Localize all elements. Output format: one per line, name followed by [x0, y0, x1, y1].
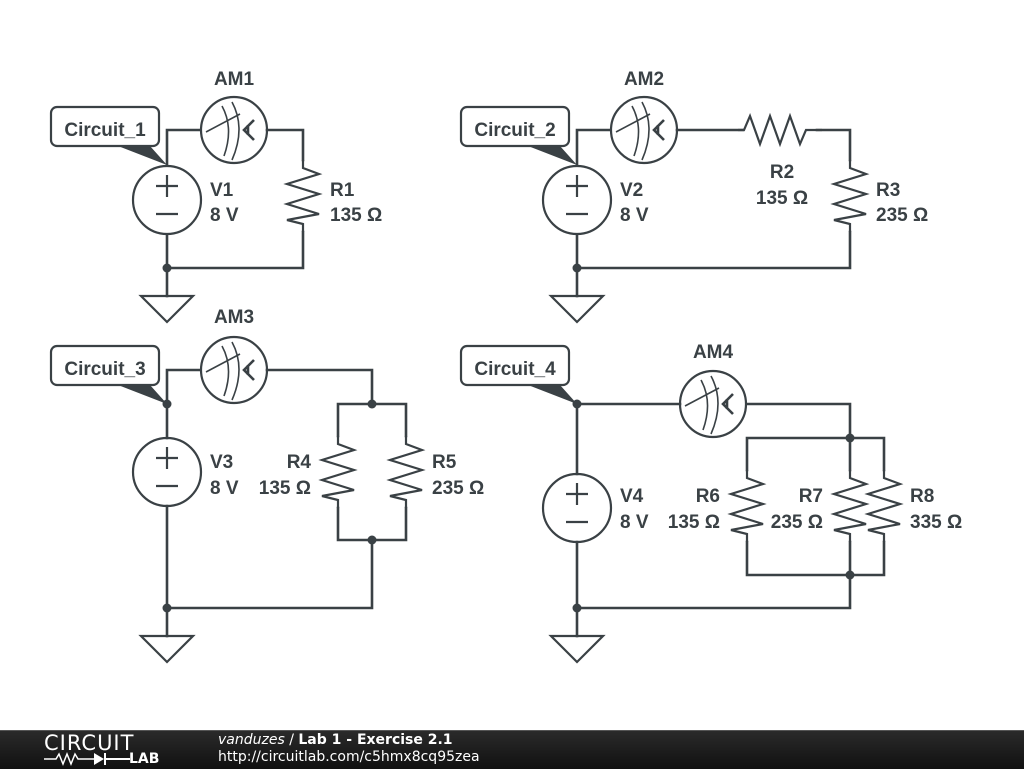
resistor-r5-icon[interactable]	[388, 434, 424, 510]
schematic-title: Lab 1 - Exercise 2.1	[298, 732, 453, 748]
ammeter-am2-icon[interactable]	[609, 95, 679, 165]
net-tag-circuit-3[interactable]: Circuit_3	[49, 344, 167, 404]
resistor-r7-icon[interactable]	[832, 468, 868, 544]
resistor-value: 235 Ω	[771, 512, 823, 533]
resistor-r1-icon[interactable]	[285, 158, 321, 234]
ground-icon	[139, 294, 195, 324]
resistor-value: 135 Ω	[259, 478, 311, 499]
wire	[165, 368, 202, 406]
wire	[745, 540, 886, 577]
wire	[165, 504, 374, 610]
junction-dot	[845, 570, 855, 580]
resistor-r8-icon[interactable]	[866, 468, 902, 544]
ammeter-am3-icon[interactable]	[199, 335, 269, 405]
source-name: V4	[620, 486, 644, 507]
wire	[336, 506, 408, 542]
ground-icon	[139, 634, 195, 664]
ammeter-label: AM4	[693, 342, 734, 363]
resistor-r2-icon[interactable]	[736, 114, 824, 146]
wire	[575, 128, 612, 167]
circuit-1: AM1 V1 8 V R1 135 Ω Circuit_1	[49, 69, 382, 324]
source-name: V1	[210, 180, 234, 201]
schematic-url-link[interactable]: http://circuitlab.com/c5hmx8cq95zea	[218, 749, 480, 765]
net-tag-label: Circuit_2	[474, 120, 555, 141]
resistor-name: R6	[696, 486, 720, 507]
junction-dot	[572, 603, 582, 613]
junction-dot	[367, 399, 377, 409]
resistor-name: R8	[910, 486, 934, 507]
ammeter-am4-icon[interactable]	[678, 369, 748, 439]
resistor-value: 235 Ω	[432, 478, 484, 499]
wire	[745, 436, 886, 472]
source-value: 8 V	[210, 205, 239, 226]
source-value: 8 V	[620, 205, 649, 226]
net-tag-circuit-1[interactable]: Circuit_1	[49, 105, 167, 165]
title-separator: /	[284, 732, 299, 748]
resistor-value: 135 Ω	[330, 205, 382, 226]
wire	[265, 368, 374, 406]
wire	[265, 128, 305, 162]
ammeter-label: AM3	[214, 307, 254, 328]
voltage-source-v3-icon[interactable]	[131, 436, 203, 508]
resistor-name: R3	[876, 180, 900, 201]
author-name[interactable]: vanduzes	[218, 732, 285, 748]
source-name: V3	[210, 452, 233, 473]
wire	[165, 230, 305, 270]
ammeter-label: AM1	[214, 69, 255, 90]
net-tag-label: Circuit_3	[64, 359, 145, 380]
junction-dot	[162, 263, 172, 273]
voltage-source-v4-icon[interactable]	[541, 472, 613, 544]
net-tag-label: Circuit_4	[474, 359, 556, 380]
resistor-name: R5	[432, 452, 457, 473]
voltage-source-v2-icon[interactable]	[541, 164, 613, 236]
junction-dot	[367, 535, 377, 545]
junction-dot	[572, 263, 582, 273]
resistor-name: R4	[287, 452, 312, 473]
circuit-2: AM2 V2 8 V R2 135 Ω R3 235 Ω Circuit_2	[459, 69, 928, 324]
wire	[336, 402, 408, 438]
junction-dot	[162, 603, 172, 613]
source-value: 8 V	[210, 478, 239, 499]
circuit-4: AM4 V4 8 V R6 135 Ω R7 235 Ω R8 335 Ω Ci…	[459, 342, 962, 664]
source-value: 8 V	[620, 512, 649, 533]
ammeter-label: AM2	[624, 69, 664, 90]
source-name: V2	[620, 180, 643, 201]
resistor-r3-icon[interactable]	[832, 158, 868, 234]
circuit-3: AM3 V3 8 V R4 135 Ω R5 235 Ω Circuit_3	[49, 307, 484, 664]
resistor-value: 135 Ω	[668, 512, 720, 533]
resistor-value: 335 Ω	[910, 512, 962, 533]
ground-icon	[549, 634, 605, 664]
wire	[815, 128, 852, 162]
voltage-source-v1-icon[interactable]	[131, 164, 203, 236]
resistor-diode-logo-icon	[44, 751, 130, 767]
net-tag-circuit-4[interactable]: Circuit_4	[459, 344, 577, 404]
wire	[165, 128, 202, 167]
resistor-name: R2	[770, 162, 794, 183]
ground-icon	[549, 294, 605, 324]
schematic-info: vanduzes / Lab 1 - Exercise 2.1 http://c…	[218, 732, 480, 766]
resistor-value: 135 Ω	[756, 188, 808, 209]
resistor-r4-icon[interactable]	[320, 434, 356, 510]
circuitlab-logo[interactable]: CIRCUIT LAB	[42, 731, 182, 769]
net-tag-label: Circuit_1	[64, 120, 146, 141]
junction-dot	[845, 433, 855, 443]
logo-text-lab: LAB	[129, 751, 160, 767]
wire	[575, 230, 852, 270]
schematic-canvas: AM1 V1 8 V R1 135 Ω Circuit_1 AM2 V2 8 V…	[49, 69, 962, 664]
resistor-name: R7	[799, 486, 823, 507]
logo-text-circuit: CIRCUIT	[44, 731, 135, 755]
footer-bar: CIRCUIT LAB vanduzes / Lab 1 - Exercise …	[0, 730, 1024, 769]
resistor-r6-icon[interactable]	[729, 468, 765, 544]
resistor-name: R1	[330, 180, 355, 201]
wire	[745, 402, 852, 440]
ammeter-am1-icon[interactable]	[199, 95, 269, 165]
resistor-value: 235 Ω	[876, 205, 928, 226]
net-tag-circuit-2[interactable]: Circuit_2	[459, 105, 577, 165]
